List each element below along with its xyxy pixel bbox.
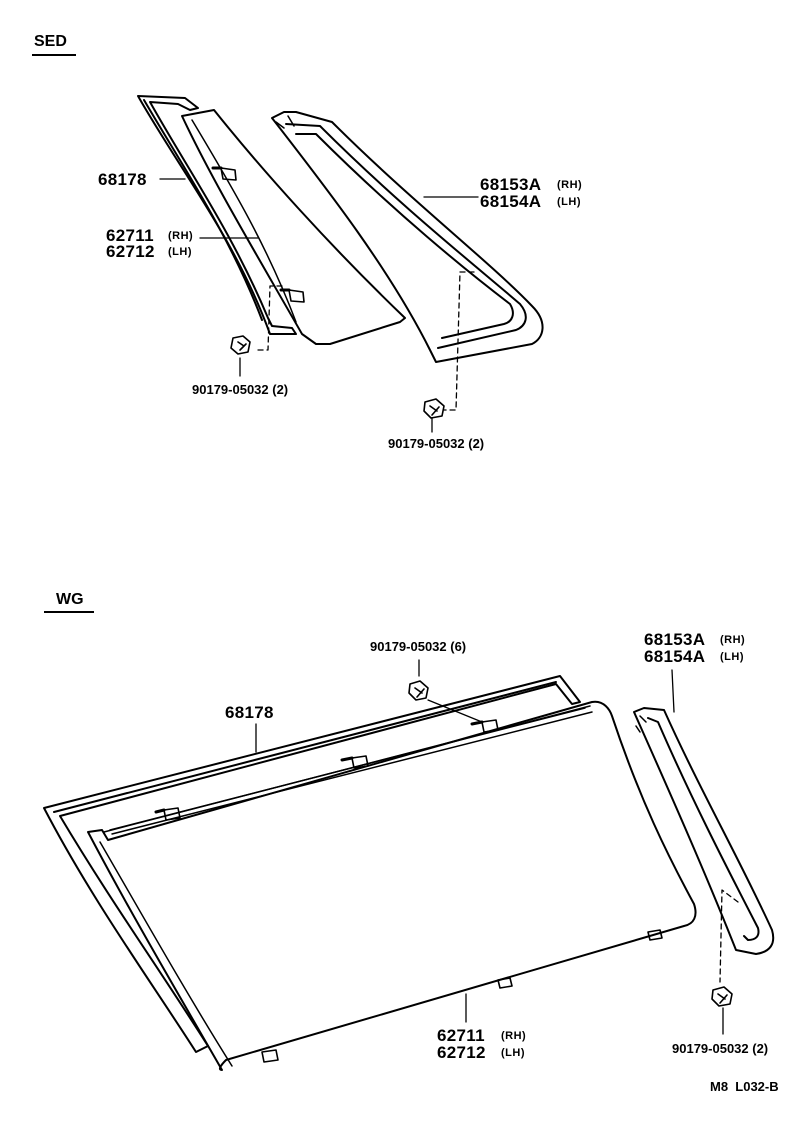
sed-glass-lh-label: 62712 [106,242,155,261]
sed-glass-rh-label: 62711 [106,226,154,245]
wg-glass-clips [154,719,663,1063]
sed-weatherstrip-rh-tag: (RH) [557,179,583,191]
sed-molding-label: 68178 [98,170,147,189]
wg-weatherstrip-rh-tag: (RH) [720,634,746,646]
wg-weatherstrip-rh-label: 68153A [644,630,706,649]
sed-weatherstrip-rh-label: 68153A [480,175,542,194]
section-underline-sed [32,54,76,56]
wg-molding-label: 68178 [225,703,274,722]
wg-glass-rh-tag: (RH) [501,1030,527,1042]
wg-dashed-guides [719,889,739,983]
sed-molding-68178 [137,95,297,335]
wg-weatherstrip-lh-tag: (LH) [720,651,744,663]
wg-glass-lh-label: 62712 [437,1043,486,1062]
sed-weatherstrip [271,111,544,363]
sed-glass-rh-tag: (RH) [168,230,194,242]
section-title-sed: SED [34,33,67,50]
wg-clip-icons [408,680,733,1007]
sed-weatherstrip-lh-tag: (LH) [557,196,581,208]
wg-clip-bottom-label: 90179-05032 (2) [672,1041,769,1056]
wg-leader-lines [255,659,724,1035]
wg-clip-rail [109,707,593,835]
wg-weatherstrip [633,707,775,955]
wg-clip-top-label: 90179-05032 (6) [370,639,467,654]
wg-glass-lh-tag: (LH) [501,1047,525,1059]
sed-clip-right-label: 90179-05032 (2) [388,436,485,451]
sed-clip-icons [230,335,445,419]
section-title-wg: WG [56,591,84,608]
wg-glass-rh-label: 62711 [437,1026,485,1045]
sed-glass-lh-tag: (LH) [168,246,192,258]
diagram-reference-code: M8 L032-B [710,1079,779,1094]
sed-glass-clips [211,166,305,303]
section-underline-wg [44,611,94,613]
sed-weatherstrip-lh-label: 68154A [480,192,542,211]
sed-dashed-guides [257,271,475,411]
sed-leader-lines [159,178,479,433]
sed-clip-left-label: 90179-05032 (2) [192,382,289,397]
wg-weatherstrip-lh-label: 68154A [644,647,706,666]
wg-molding-68178 [43,675,581,1053]
sed-glass [181,109,406,345]
